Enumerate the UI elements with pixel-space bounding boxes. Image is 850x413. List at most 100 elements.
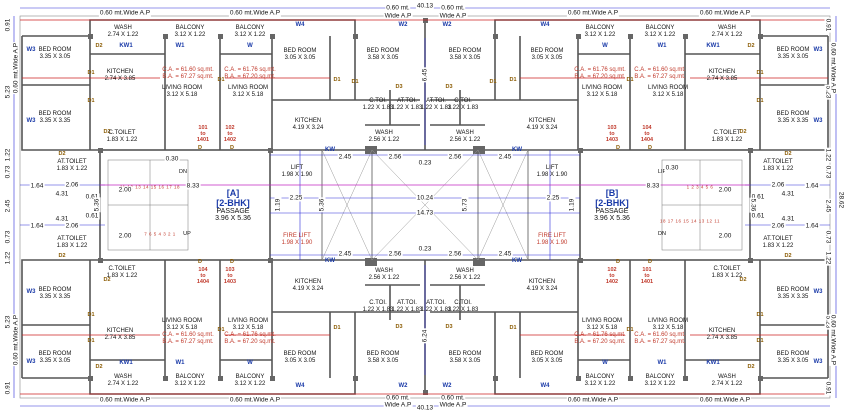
dim-256: 2.56 [387, 153, 403, 161]
dim-030: 0.30 [664, 164, 680, 172]
area-label: C.A. = 61.60 sq.mt.B.A. = 67.27 sq.mt. [162, 67, 214, 80]
dim-119: 1.19 [568, 197, 576, 213]
door-d2: D2 [95, 364, 103, 370]
dim-wide-ap: 0.60 mt.Wide A.P [698, 396, 752, 404]
dim-119: 1.19 [274, 197, 282, 213]
window-w3: W3 [26, 359, 36, 365]
door-d2: D2 [784, 253, 792, 259]
area-lines [20, 19, 830, 395]
room-ctoi: C.TOI.1.22 X 1.83 [447, 300, 479, 313]
window-kw: KW [512, 258, 522, 264]
dim-023: 0.23 [417, 159, 433, 167]
area-label: C.A. = 61.76 sq.mt.B.A. = 67.20 sq.mt. [224, 67, 276, 80]
dim-256: 2.56 [447, 250, 463, 258]
dim-225: 2.25 [288, 194, 304, 202]
dim-536: 5.36 [93, 197, 101, 213]
stair-dn-label: DN [179, 169, 187, 175]
dim-164: 1.64 [804, 222, 820, 230]
dim-091: 0.91 [824, 380, 832, 396]
window-w1: W1 [657, 43, 667, 49]
stair-up-label: UP [183, 231, 191, 237]
dim-206: 2.06 [770, 181, 786, 189]
window-w3: W3 [813, 289, 823, 295]
dim-060-wide: 0.60 mt.Wide A.P [12, 41, 20, 95]
window-w4: W4 [295, 383, 305, 389]
area-label: C.A. = 61.76 sq.mt.B.A. = 67.20 sq.mt. [224, 332, 276, 345]
window-w4: W4 [540, 383, 550, 389]
room-attoi: AT.TOI.1.22 X 1.83 [420, 300, 452, 313]
dim-073: 0.73 [4, 164, 12, 180]
dim-206: 2.06 [770, 222, 786, 230]
window-w1: W1 [175, 360, 185, 366]
dim-wide: Wide A.P [383, 12, 413, 20]
dim-833: 8.33 [185, 182, 201, 190]
room-attoi: AT.TOI.1.22 X 1.83 [391, 300, 423, 313]
door-d2: D2 [103, 277, 111, 283]
window-w3: W3 [813, 118, 823, 124]
door-d1: D1 [509, 77, 517, 83]
window-w2: W2 [442, 383, 452, 389]
door-d2: D2 [784, 151, 792, 157]
stair-dn-label: DN [658, 231, 666, 237]
door-d3: D3 [445, 84, 453, 90]
window-w3: W3 [813, 359, 823, 365]
window-w4: W4 [540, 22, 550, 28]
window-w2: W2 [398, 22, 408, 28]
dim-wide: Wide A.P [438, 401, 468, 409]
wing-a-label: [A] [2-BHK] PASSAGE 3.96 X 5.36 [215, 188, 251, 222]
dim-060-wide: 0.60 mt.Wide A.P [829, 41, 837, 95]
door-d: D [648, 145, 652, 151]
door-d1: D1 [756, 338, 764, 344]
door-d1: D1 [489, 79, 497, 85]
window-w3: W3 [26, 47, 36, 53]
dim-061: 0.61 [84, 212, 100, 220]
dim-200: 2.00 [717, 232, 733, 240]
area-label: C.A. = 61.76 sq.mt.B.A. = 67.20 sq.mt. [574, 332, 626, 345]
door-d2: D2 [747, 364, 755, 370]
dim-256: 2.56 [447, 153, 463, 161]
door-d2: D2 [58, 151, 66, 157]
dim-245: 2.45 [497, 153, 513, 161]
door-d: D [198, 145, 202, 151]
dim-wide-ap: 0.60 mt.Wide A.P [566, 9, 620, 17]
dim-073: 0.73 [824, 164, 832, 180]
dim-wide-ap: 0.60 mt.Wide A.P [98, 9, 152, 17]
dim-091: 0.91 [824, 17, 832, 33]
dim-wide-top: 0.60 mt. [440, 394, 466, 402]
dim-wide-ap: 0.60 mt.Wide A.P [228, 9, 282, 17]
window-w2: W2 [442, 22, 452, 28]
door-d: D [198, 259, 202, 265]
